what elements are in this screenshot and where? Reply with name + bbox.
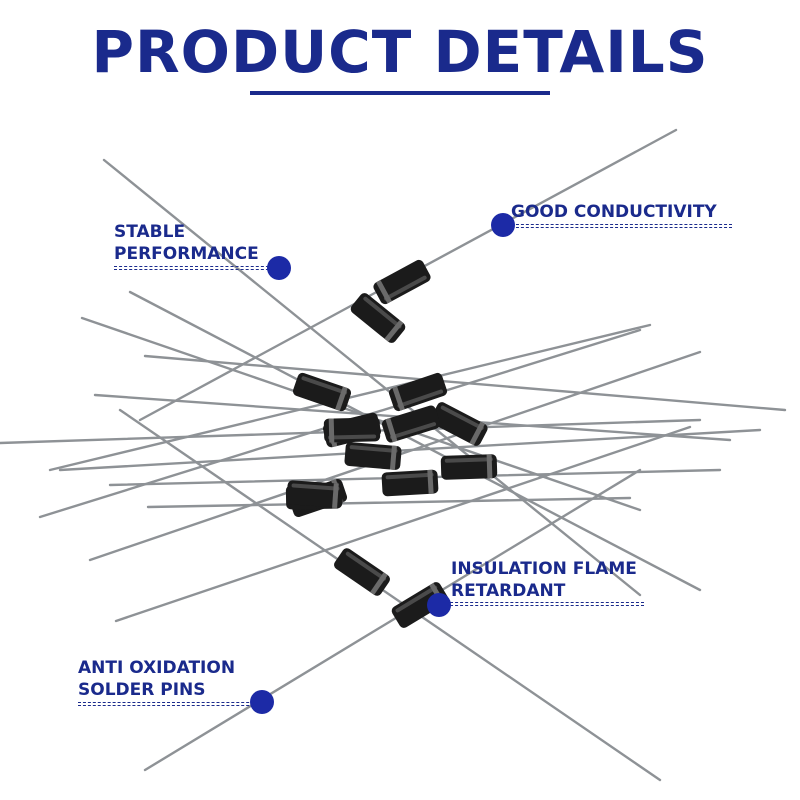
callout-anti-oxidation: ANTI OXIDATION SOLDER PINS — [78, 657, 235, 701]
page-title: PRODUCT DETAILS — [91, 18, 709, 86]
callout-dashes — [511, 227, 732, 228]
callout-dot — [250, 690, 274, 714]
diode-body — [334, 548, 390, 596]
callout-dot — [491, 213, 515, 237]
diode-body — [381, 469, 439, 497]
callout-line: RETARDANT — [451, 581, 566, 601]
diode-lead — [114, 425, 692, 623]
callout-dashes — [114, 269, 274, 270]
diode-lead — [143, 354, 787, 412]
callout-dashes — [440, 602, 644, 603]
callout-line: PERFORMANCE — [114, 244, 259, 264]
callout-line: INSULATION FLAME — [451, 559, 637, 579]
callout-dot — [267, 256, 291, 280]
diode-lead — [48, 323, 652, 472]
callout-line: ANTI OXIDATION — [78, 658, 236, 678]
diode-body — [286, 480, 344, 508]
callout-dot — [427, 593, 451, 617]
diode-lead — [146, 496, 632, 509]
diode-body — [440, 454, 498, 480]
diode-lead — [102, 158, 642, 597]
callout-dashes — [78, 705, 264, 706]
diode-body — [292, 372, 352, 412]
diode-lead — [143, 468, 642, 772]
diode-body — [373, 259, 431, 305]
callout-dashes — [440, 605, 644, 606]
callout-line: GOOD CONDUCTIVITY — [511, 202, 717, 222]
diode-body — [381, 405, 441, 443]
title-underline — [250, 91, 550, 95]
diode-body — [323, 417, 381, 443]
callout-insulation-flame-retardant: INSULATION FLAME RETARDANT — [451, 558, 637, 602]
diode-body — [344, 442, 402, 470]
callout-dashes — [511, 224, 732, 225]
callout-good-conductivity: GOOD CONDUCTIVITY — [511, 201, 717, 223]
diode-lead — [128, 290, 702, 592]
diode-lead — [118, 408, 662, 782]
diode-lead — [58, 428, 762, 472]
diode-body — [430, 402, 488, 446]
callout-line: SOLDER PINS — [78, 680, 206, 700]
callout-dashes — [78, 702, 264, 703]
diode-body — [388, 372, 448, 412]
diode-body — [350, 293, 406, 343]
callout-stable-performance: STABLE PERFORMANCE — [114, 221, 259, 265]
callout-line: STABLE — [114, 222, 186, 242]
callout-dashes — [114, 266, 274, 267]
